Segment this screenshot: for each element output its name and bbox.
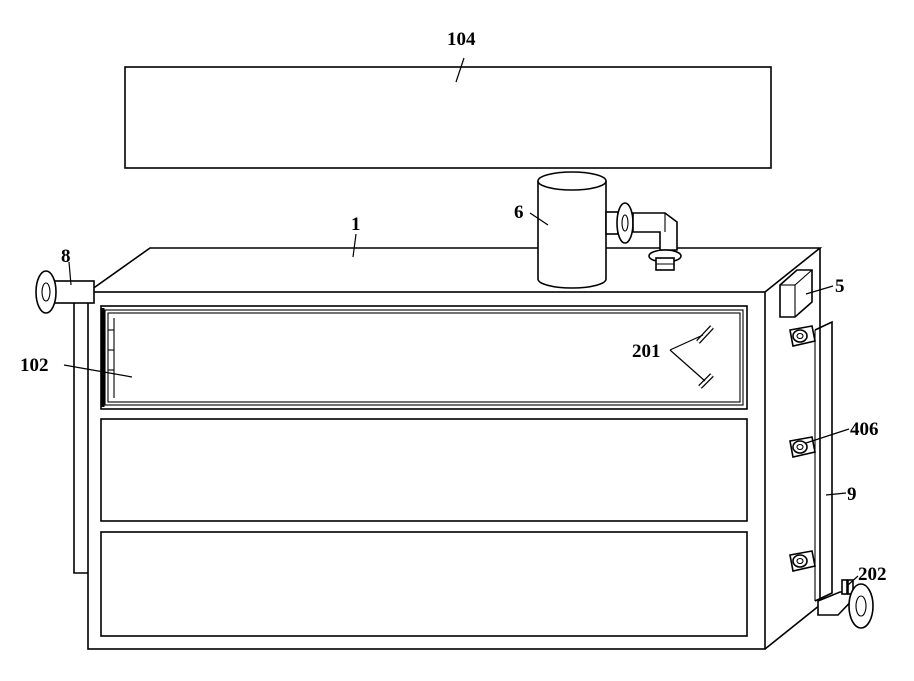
label-102: 102 — [20, 355, 49, 376]
label-6: 6 — [514, 202, 524, 223]
pin-upper — [698, 327, 712, 342]
knob-middle — [790, 437, 815, 457]
left-bar — [74, 300, 88, 573]
knob-bottom — [790, 551, 815, 571]
leader-9 — [826, 493, 846, 495]
label-1: 1 — [351, 214, 361, 235]
label-202: 202 — [858, 564, 887, 585]
pin-lower — [700, 375, 712, 387]
leader-201-b — [670, 350, 705, 381]
drawer-bottom — [101, 532, 747, 636]
leader-201-a — [670, 335, 703, 350]
knob-top — [790, 326, 815, 346]
cylinder-pipe — [606, 203, 681, 270]
left-flange — [36, 271, 94, 313]
drawer-middle — [101, 419, 747, 521]
top-panel — [125, 67, 771, 168]
leader-104 — [456, 58, 464, 82]
label-9: 9 — [847, 484, 857, 505]
label-5: 5 — [835, 276, 845, 297]
label-8: 8 — [61, 246, 71, 267]
cylinder — [538, 172, 606, 288]
label-406: 406 — [850, 419, 879, 440]
bottom-valve — [818, 580, 873, 628]
main-body — [88, 248, 820, 649]
side-bar — [815, 322, 832, 601]
label-104: 104 — [447, 29, 476, 50]
leader-406 — [806, 429, 849, 443]
leader-1 — [353, 234, 356, 257]
label-201: 201 — [632, 341, 661, 362]
